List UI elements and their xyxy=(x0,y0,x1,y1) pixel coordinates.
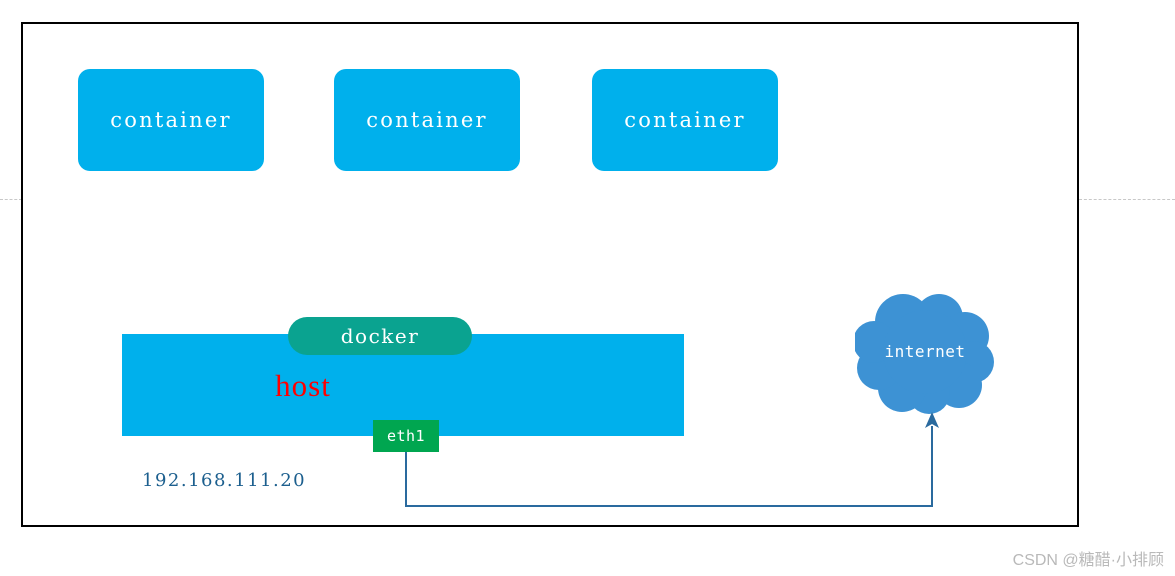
diagram-canvas: container container container host docke… xyxy=(21,22,1079,527)
docker-badge-label: docker xyxy=(340,324,420,348)
container-box-3-label: container xyxy=(624,108,746,132)
container-box-2-label: container xyxy=(366,108,488,132)
ip-address-label: 192.168.111.20 xyxy=(142,470,307,491)
internet-cloud[interactable]: internet xyxy=(855,292,995,414)
host-label: host xyxy=(275,368,331,403)
dashed-guideline-left xyxy=(0,199,22,200)
csdn-watermark: CSDN @糖醋·小排顾 xyxy=(1012,552,1164,569)
cloud-shape-icon xyxy=(855,294,994,414)
arrow-head-icon xyxy=(925,412,939,428)
eth1-to-internet-connector xyxy=(405,412,939,507)
dashed-guideline-right xyxy=(1079,199,1175,200)
docker-badge[interactable]: docker xyxy=(288,317,472,355)
container-box-1-label: container xyxy=(110,108,232,132)
eth1-box[interactable]: eth1 xyxy=(373,420,439,452)
container-box-3[interactable]: container xyxy=(592,69,778,171)
eth1-label: eth1 xyxy=(386,427,426,445)
container-box-2[interactable]: container xyxy=(334,69,520,171)
container-box-1[interactable]: container xyxy=(78,69,264,171)
